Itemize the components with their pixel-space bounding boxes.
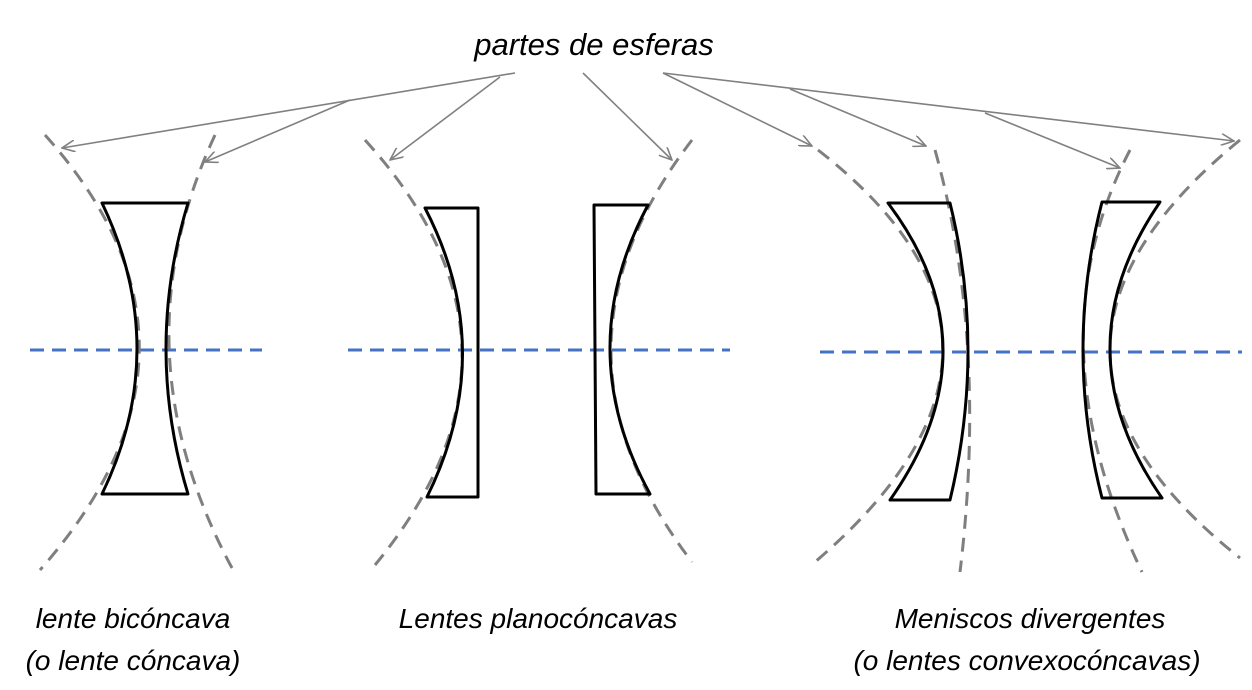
biconcave-caption-line1: lente bicóncava (36, 603, 231, 634)
arrow-5 (662, 72, 812, 146)
sphere-arc (363, 138, 464, 566)
planoconcave-lens-left (423, 206, 480, 499)
sphere-arcs (38, 133, 1241, 573)
meniscus-lens-right (1081, 200, 1164, 500)
planoconcave-caption: Lentes planocóncavas (399, 603, 678, 634)
meniscus-caption-line2: (o lentes convexocóncavas) (853, 645, 1200, 676)
sphere-arc (1081, 149, 1144, 573)
arrow-3 (390, 76, 501, 160)
pointer-arrows (62, 72, 1234, 168)
planoconcave-lens-right (592, 203, 652, 496)
sphere-arc (167, 134, 234, 569)
biconcave-caption-line2: (o lente cóncava) (26, 645, 241, 676)
arrow-8 (984, 112, 1120, 168)
arrow-6 (662, 72, 1234, 141)
arrow-7 (789, 88, 926, 146)
sphere-arc (38, 133, 141, 571)
title-label: partes de esferas (473, 27, 714, 62)
arrow-1 (62, 72, 516, 148)
meniscus-caption-line1: Meniscos divergentes (895, 603, 1166, 634)
arrow-2 (205, 99, 351, 162)
sphere-arc (609, 139, 694, 563)
arrow-4 (582, 72, 672, 160)
biconcave-lens (100, 201, 190, 496)
sphere-arc (814, 148, 945, 564)
meniscus-lens-left (886, 201, 970, 502)
